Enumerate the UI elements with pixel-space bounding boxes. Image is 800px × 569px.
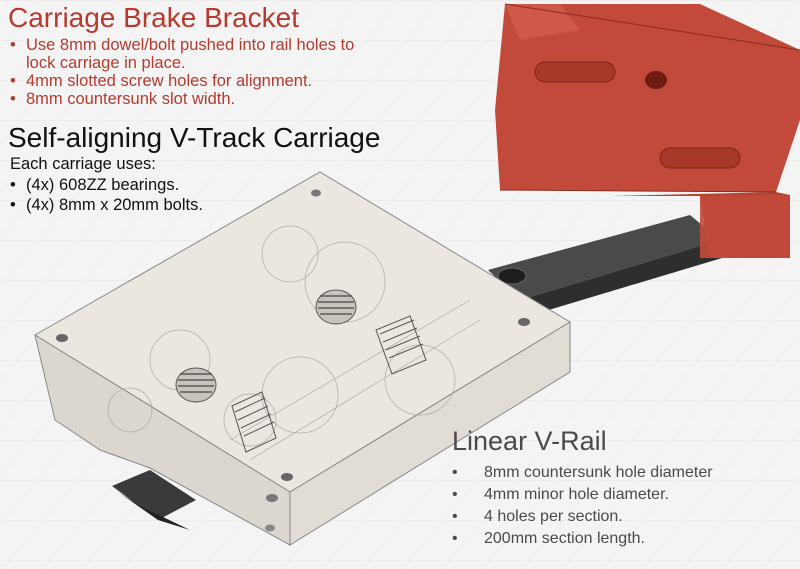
list-item: •(4x) 8mm x 20mm bolts.: [10, 196, 203, 214]
list-item: •8mm countersunk slot width.: [10, 90, 236, 108]
carriage-corner-hole: [518, 318, 530, 326]
list-item: •Use 8mm dowel/bolt pushed into rail hol…: [10, 36, 355, 54]
carriage-intro: Each carriage uses:: [10, 155, 156, 173]
carriage-notes: •(4x) 608ZZ bearings. •(4x) 8mm x 20mm b…: [10, 175, 203, 215]
bullet-glyph: •: [452, 530, 458, 547]
bullet-glyph: •: [10, 90, 16, 108]
carriage-title: Self-aligning V-Track Carriage: [8, 122, 381, 153]
carriage-corner-hole: [265, 524, 275, 532]
carriage-corner-hole: [281, 473, 293, 481]
carriage-brake-bracket: [495, 3, 800, 258]
brake-bracket-title: Carriage Brake Bracket: [8, 2, 300, 33]
brake-bracket-notes: •Use 8mm dowel/bolt pushed into rail hol…: [10, 36, 354, 108]
list-item-continuation: lock carriage in place.: [26, 54, 186, 72]
rail-hole: [497, 267, 527, 285]
bracket-slot-upper: [534, 61, 616, 83]
bullet-glyph: •: [10, 176, 16, 194]
rail-notes: •8mm countersunk hole diameter •4mm mino…: [452, 462, 713, 550]
list-item: •(4x) 608ZZ bearings.: [10, 176, 180, 194]
threaded-rod: [375, 315, 427, 375]
bearing-bolt: [315, 289, 357, 325]
linear-v-rail: [112, 215, 722, 530]
carriage-corner-hole: [56, 334, 68, 342]
carriage-corner-hole: [266, 494, 278, 502]
list-item: •4mm slotted screw holes for alignment.: [10, 72, 313, 90]
bullet-glyph: •: [10, 36, 16, 54]
bracket-slot-lower: [659, 147, 741, 169]
list-item: •4mm minor hole diameter.: [452, 484, 713, 506]
bullet-glyph: •: [10, 72, 16, 90]
bullet-glyph: •: [452, 508, 458, 525]
list-item: •200mm section length.: [452, 528, 713, 550]
list-item: •4 holes per section.: [452, 506, 713, 528]
rail-title: Linear V-Rail: [452, 426, 607, 456]
bullet-glyph: •: [10, 196, 16, 214]
bullet-glyph: •: [452, 464, 458, 481]
bullet-glyph: •: [452, 486, 458, 503]
threaded-rod: [231, 391, 277, 453]
list-item: •8mm countersunk hole diameter: [452, 462, 713, 484]
v-track-carriage: [34, 171, 571, 546]
bracket-center-hole: [645, 71, 667, 89]
carriage-corner-hole: [311, 189, 321, 197]
bearing-bolt: [175, 367, 217, 403]
